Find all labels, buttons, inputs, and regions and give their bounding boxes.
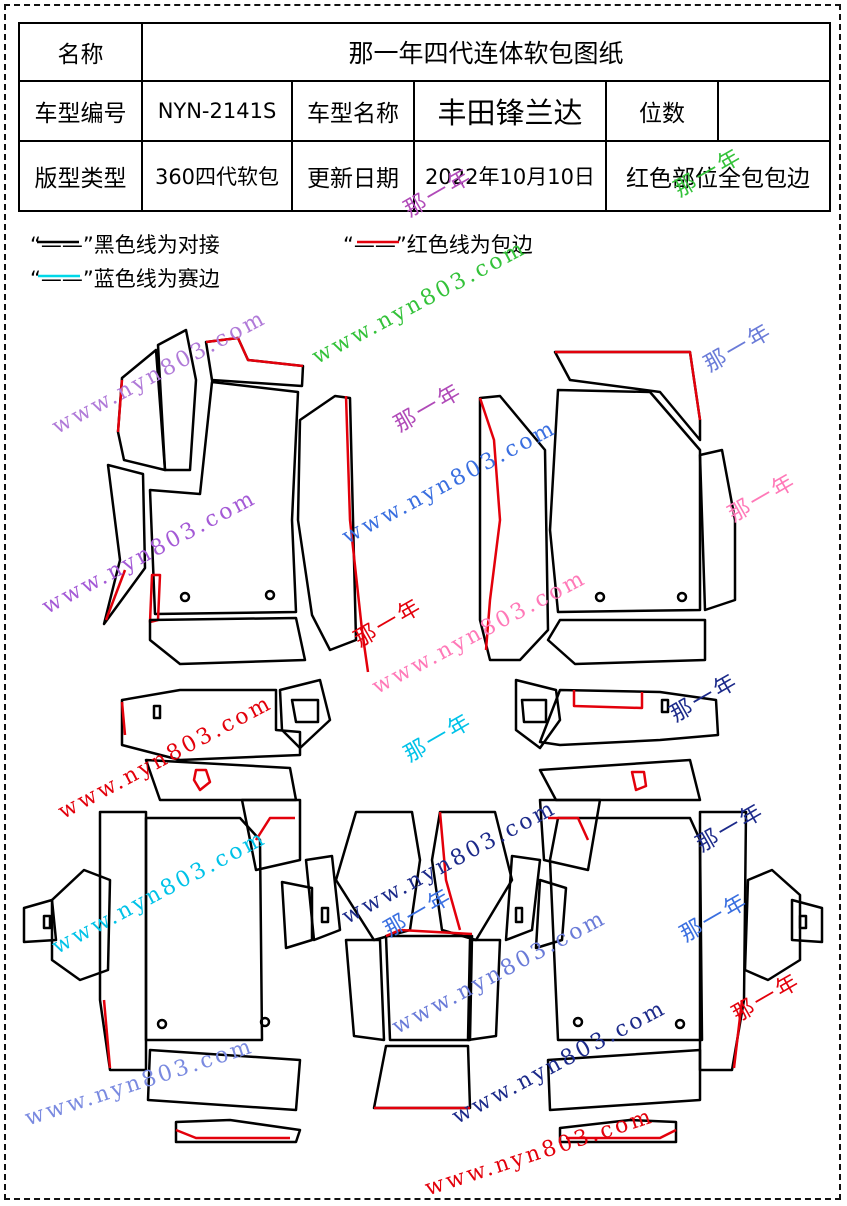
- mounting-hole: [676, 591, 688, 603]
- door-sill-piece-left: [296, 394, 358, 652]
- seats-label: 位数: [605, 80, 719, 142]
- mounting-hole: [259, 1016, 271, 1028]
- rear-left-flap: [50, 868, 112, 982]
- pattern-type-label: 版型类型: [18, 140, 143, 212]
- left-side-strip: [116, 348, 167, 472]
- rear-right-inner-flap: [534, 878, 568, 950]
- model-name-value: 丰田锋兰达: [413, 80, 607, 142]
- tunnel-right-strip: [538, 688, 720, 747]
- tunnel-left-cap-slot: [290, 698, 320, 724]
- tunnel-left-strip: [120, 688, 302, 762]
- rear-left-main-mat: [144, 816, 264, 1042]
- seat-rail-cover-left: [22, 898, 58, 944]
- slot-hole: [42, 914, 52, 930]
- model-code-value: NYN-2141S: [141, 80, 293, 142]
- tunnel-right-cap: [514, 678, 562, 750]
- rear-right-bracket: [504, 854, 542, 942]
- hump-left-piece: [334, 810, 422, 942]
- mounting-hole: [179, 591, 191, 603]
- rear-right-heel-piece: [546, 1048, 702, 1112]
- rear-left-bracket: [304, 854, 342, 942]
- hump-center-mat: [384, 934, 474, 1042]
- mounting-hole: [156, 1018, 168, 1030]
- info-table: 名称 那一年四代连体软包图纸 车型编号 NYN-2141S 车型名称 丰田锋兰达…: [18, 22, 832, 212]
- mounting-hole: [594, 591, 606, 603]
- rear-center-hump-group: [334, 810, 514, 1110]
- hump-rear-piece: [372, 1044, 472, 1110]
- top-right-edge-piece: [553, 350, 702, 442]
- legend-red-text: “——”红色线为包边: [343, 233, 533, 257]
- legend-cyan: “——”蓝色线为赛边: [30, 263, 220, 293]
- top-edge-piece: [204, 336, 305, 388]
- rear-left-side-strip: [98, 810, 148, 1072]
- mounting-hole: [264, 589, 276, 601]
- legend-black: “——”黑色线为对接: [30, 229, 220, 259]
- driver-main-mat: [148, 380, 300, 616]
- mounting-hole: [572, 1016, 584, 1028]
- tunnel-left-cap: [278, 678, 332, 750]
- seat-rail-cover-right: [790, 898, 824, 944]
- legend-cyan-text: “——”蓝色线为赛边: [30, 267, 220, 291]
- model-name-label: 车型名称: [291, 80, 415, 142]
- left-lower-strip: [102, 463, 147, 626]
- page-border: [4, 4, 841, 1200]
- middle-tunnel-group: [120, 678, 720, 802]
- slot-hole: [798, 914, 808, 930]
- seats-value: [716, 80, 832, 142]
- tunnel-lower-left: [144, 758, 298, 802]
- passenger-main-mat: [548, 388, 702, 614]
- note: 红色部位全包包边: [604, 140, 832, 212]
- front-right-mat-group: [478, 350, 737, 666]
- hump-left-strip: [344, 938, 386, 1042]
- name-label: 名称: [18, 22, 143, 82]
- rear-right-corner-piece: [538, 798, 602, 872]
- update-date-value: 2022年10月10日: [413, 140, 607, 212]
- rear-right-bottom-strip: [558, 1118, 678, 1144]
- pattern-type-value: 360四代软包: [141, 140, 293, 212]
- mounting-hole: [674, 1018, 686, 1030]
- slot-hole: [320, 906, 330, 924]
- hump-right-piece: [430, 810, 514, 942]
- rear-left-heel-piece: [146, 1048, 302, 1112]
- model-code-label: 车型编号: [18, 80, 143, 142]
- slot-hole: [514, 906, 524, 924]
- tunnel-right-cap-slot: [520, 698, 548, 724]
- rear-right-flap: [743, 868, 802, 982]
- legend-red: “——”红色线为包边: [343, 229, 533, 259]
- rear-left-mat-group: [22, 798, 342, 1144]
- legend-black-text: “——”黑色线为对接: [30, 233, 220, 257]
- left-side-strip-red-edge: [116, 379, 124, 433]
- rear-left-inner-flap: [280, 880, 314, 950]
- update-date-label: 更新日期: [291, 140, 415, 212]
- door-sill-piece-right: [478, 394, 550, 662]
- rear-left-bottom-strip: [174, 1118, 302, 1144]
- slot-hole: [152, 704, 162, 720]
- rear-right-main-mat: [548, 816, 704, 1042]
- rear-right-mat-group: [504, 798, 824, 1144]
- right-side-strip: [698, 448, 737, 612]
- rear-left-corner-piece: [240, 798, 302, 872]
- slot-hole: [660, 698, 670, 714]
- front-left-mat-group: [102, 328, 370, 673]
- tunnel-lower-right: [538, 758, 702, 802]
- passenger-heel-piece: [546, 618, 707, 666]
- driver-heel-piece: [148, 616, 307, 666]
- name-value: 那一年四代连体软包图纸: [140, 22, 832, 82]
- hump-right-strip: [466, 938, 502, 1042]
- left-pillar-piece: [156, 328, 198, 472]
